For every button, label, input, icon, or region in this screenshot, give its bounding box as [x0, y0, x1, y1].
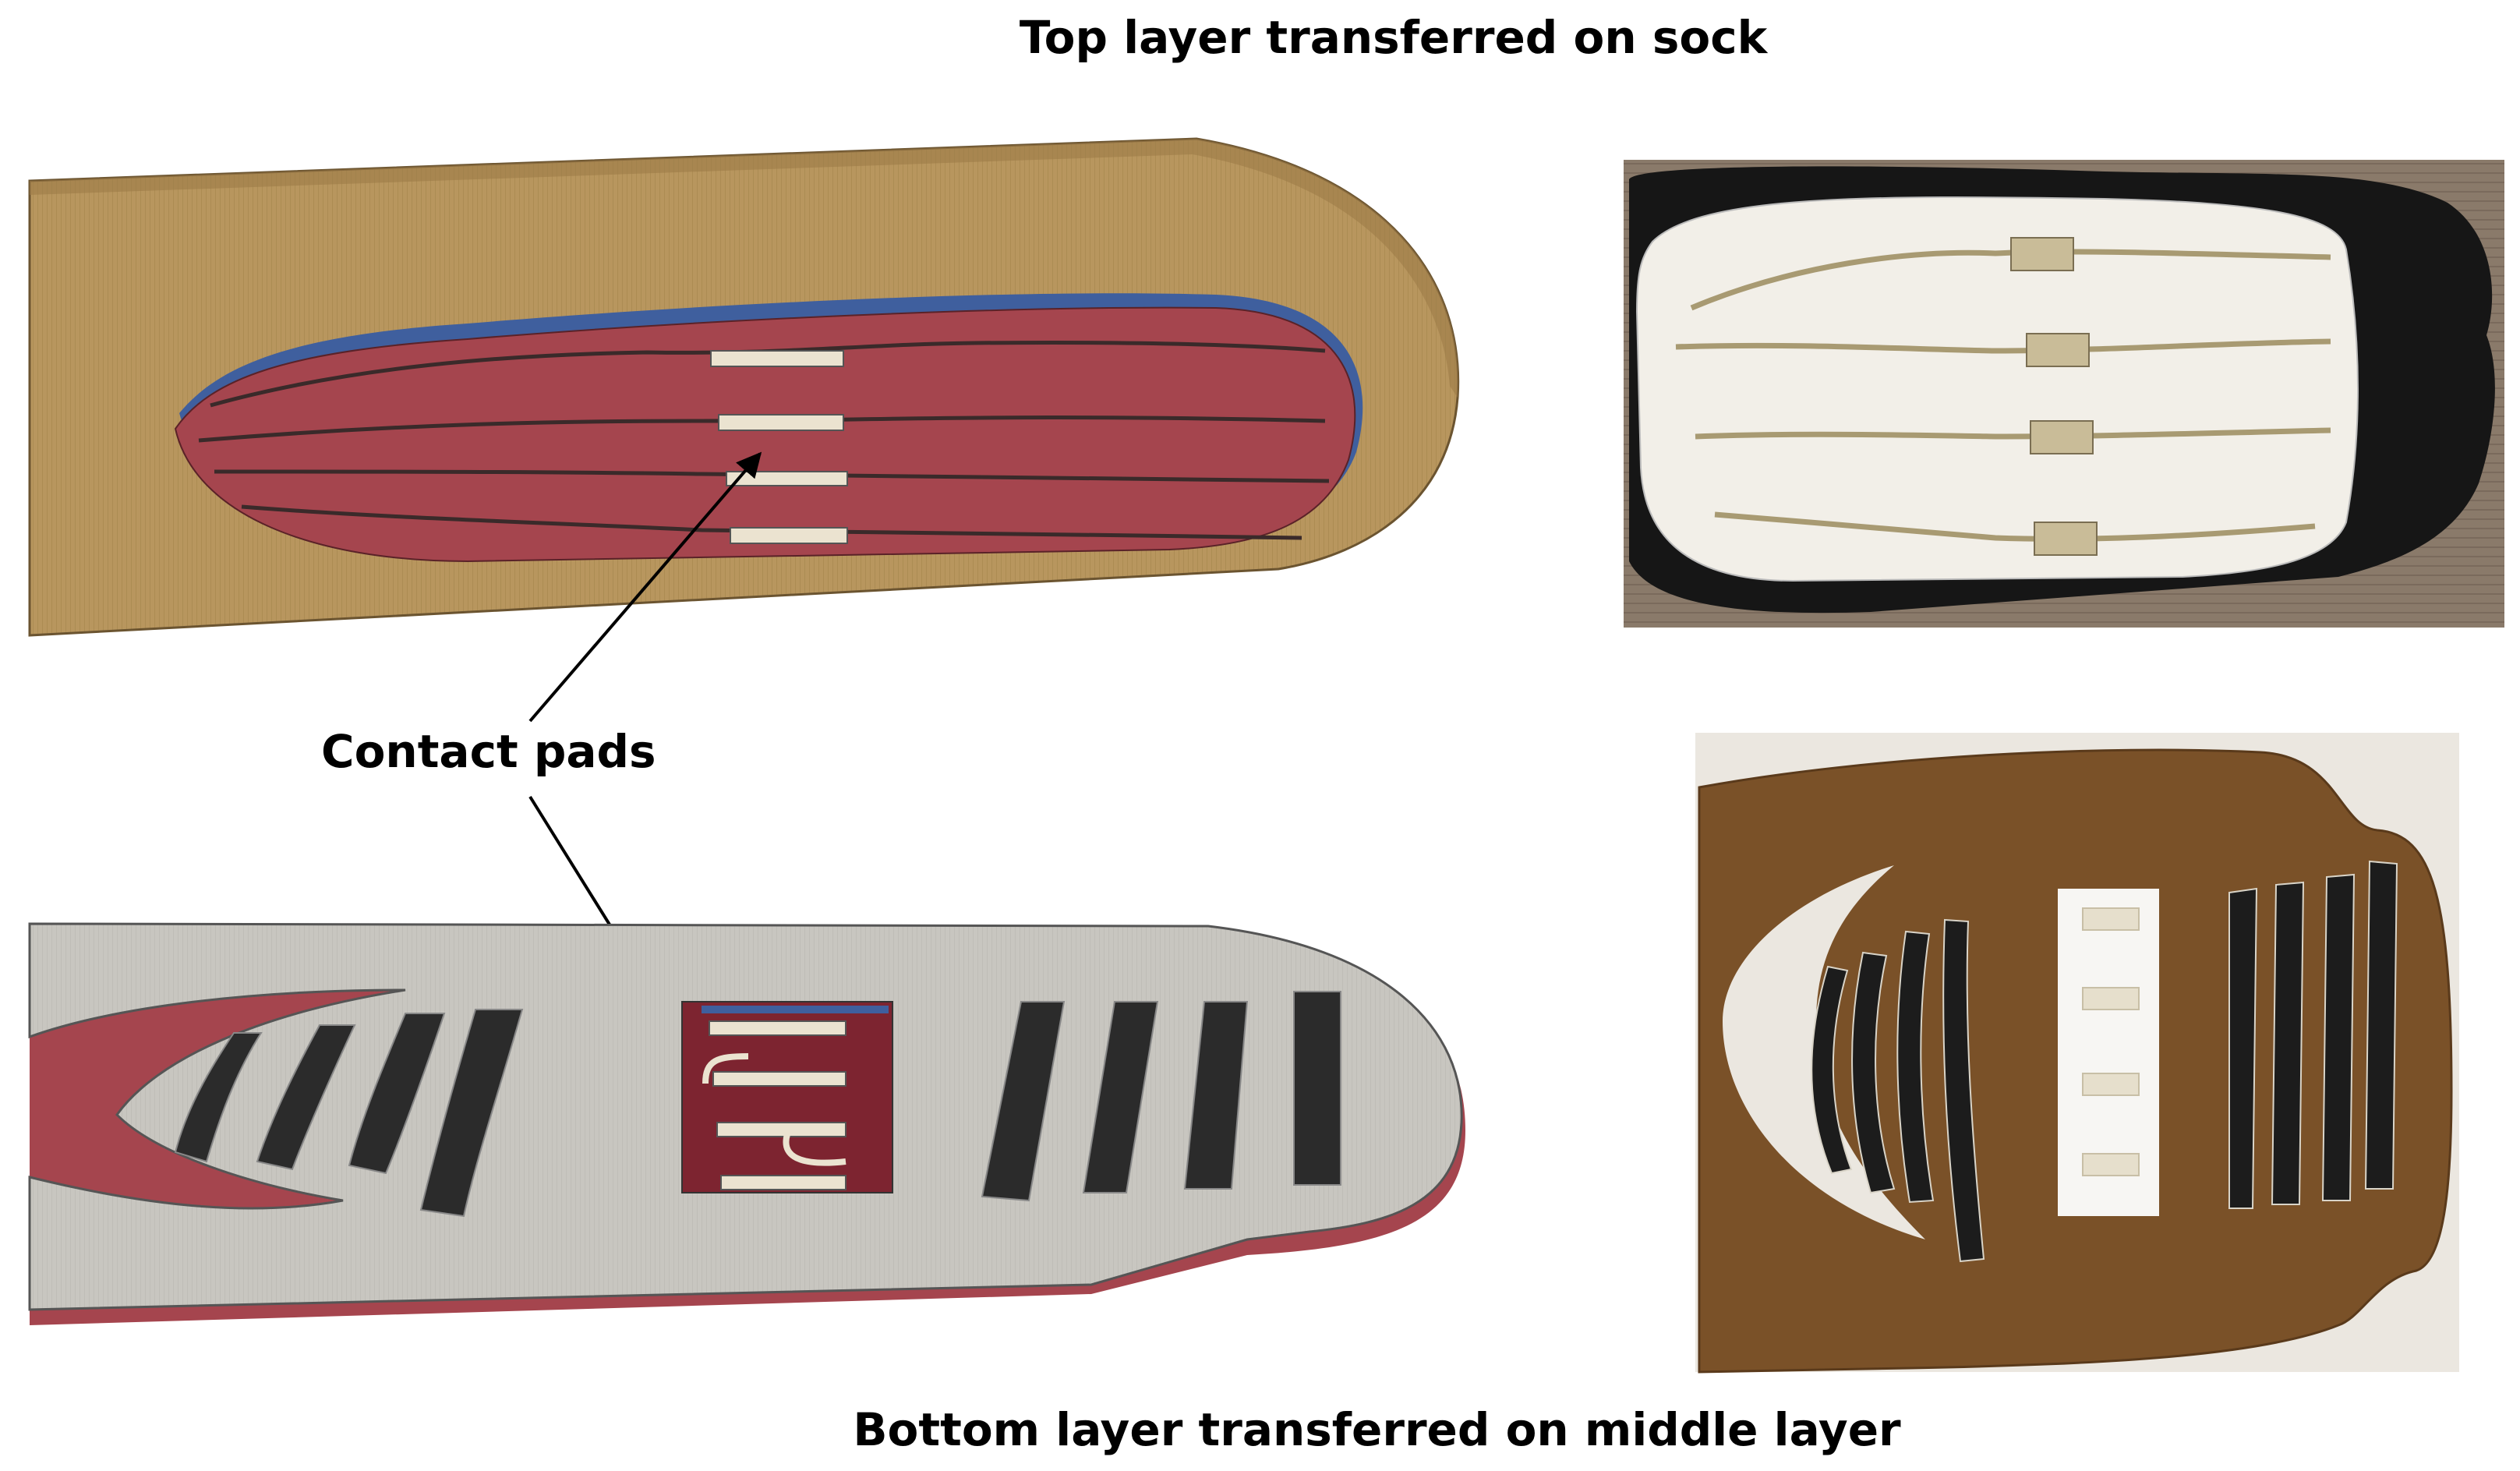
top-caption: Top layer transferred on sock: [1019, 11, 1768, 64]
sock-contact-pads: [2010, 237, 2098, 556]
felt-photo: [1695, 733, 2459, 1374]
white-sock-sole: [1635, 196, 2359, 582]
felt-heel-strips: [1811, 918, 1985, 1263]
sock-traces: [1675, 249, 2331, 542]
felt-heel-cutout: [1723, 865, 1925, 1239]
felt-forefoot-strips: [2228, 860, 2398, 1209]
conductive-traces-top: [198, 340, 1330, 540]
heel-sensor-strips: [174, 1009, 524, 1218]
bottom-caption: Bottom layer transferred on middle layer: [853, 1403, 1901, 1456]
contact-pads-label: Contact pads: [321, 725, 656, 778]
sock-photo: [1624, 160, 2504, 628]
center-opening: [681, 1001, 893, 1193]
arrow-to-top-pad: [528, 451, 762, 723]
contact-pads-top: [710, 350, 848, 544]
top-layer-render: [28, 137, 1460, 637]
forefoot-sensor-strips: [981, 991, 1341, 1202]
red-layer-insole: [174, 306, 1356, 563]
felt-center-pads: [2082, 907, 2140, 1176]
bottom-layer-render: [28, 922, 1465, 1325]
